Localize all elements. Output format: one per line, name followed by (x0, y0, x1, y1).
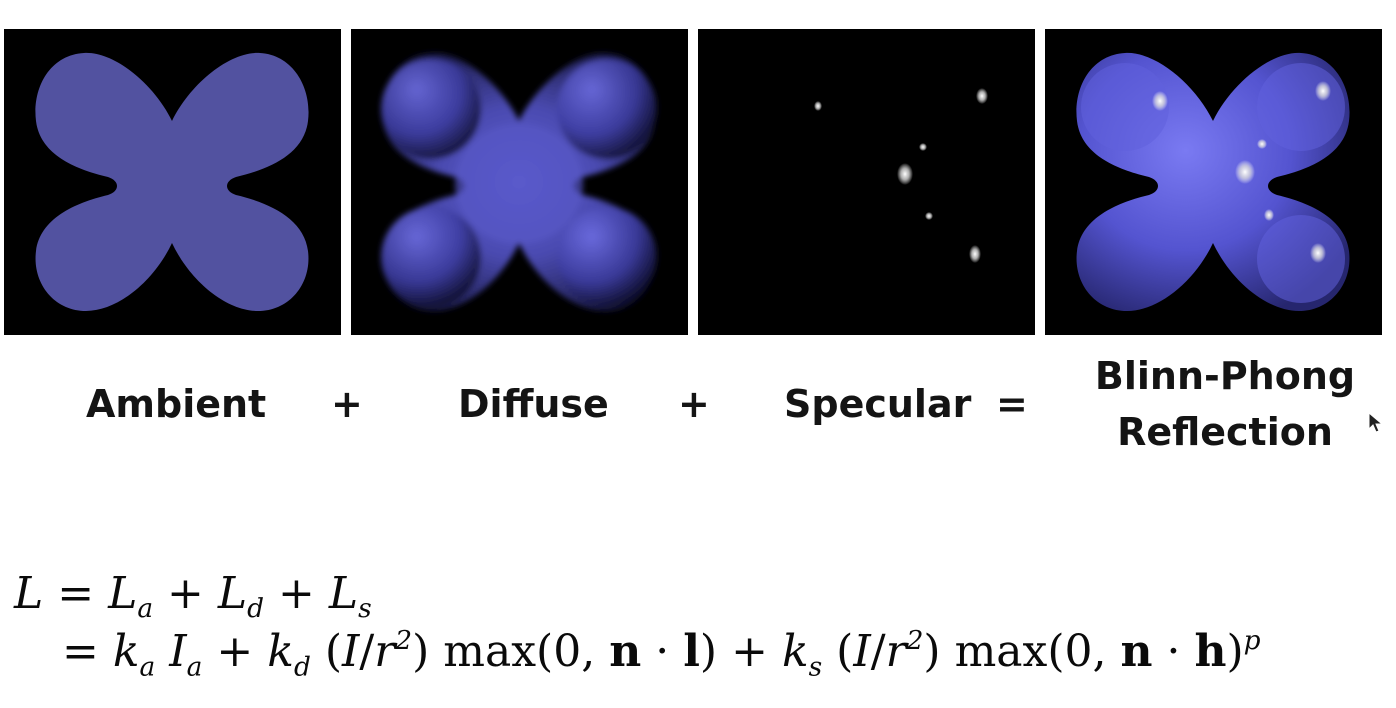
result-panel (1045, 29, 1382, 335)
eq2-paren-1-close: ) (412, 626, 430, 678)
mouse-cursor-icon (1368, 412, 1384, 433)
eq2-r-1: r (374, 626, 396, 678)
eq1-La: L (108, 568, 138, 619)
specular-highlight-2 (976, 88, 988, 104)
equation-line-1: L = La + Ld + Ls (14, 572, 372, 623)
eq2-max-2: max(0, (954, 626, 1107, 678)
result-highlight-6 (1310, 243, 1326, 263)
eq2-r-2-sup: 2 (906, 625, 924, 656)
eq2-kd: k (267, 626, 294, 678)
eq2-ks-sub: s (808, 651, 823, 683)
result-highlight-5 (1264, 209, 1274, 221)
eq2-h: h (1194, 626, 1227, 678)
result-highlight-4 (1235, 160, 1255, 184)
ambient-shape (35, 52, 309, 312)
result-label: Blinn-Phong Reflection (1090, 348, 1360, 460)
eq1-equals: = (57, 568, 95, 619)
eq2-Ia-sub: a (186, 651, 203, 683)
specular-label: Specular (784, 382, 972, 426)
equation-line-2: = ka Ia + kd (I/r2) max(0, n · l) + ks (… (62, 625, 1261, 683)
specular-shape (814, 88, 988, 263)
result-highlight-3 (1257, 139, 1267, 149)
eq2-paren-1-open: ( (324, 626, 343, 678)
equals-operator: = (996, 382, 1028, 426)
eq2-paren-2-close: ) (923, 626, 941, 678)
diffuse-lobe-bl (381, 207, 481, 307)
diffuse-lobe-tr (557, 59, 657, 159)
eq2-kd-sub: d (293, 651, 311, 683)
eq2-paren-2-open: ( (836, 626, 854, 678)
eq2-l: l (683, 626, 700, 678)
diffuse-lobe-tl (381, 59, 481, 159)
specular-panel (698, 29, 1035, 335)
eq2-p-sup: p (1243, 625, 1261, 656)
eq1-Ls: L (328, 568, 359, 619)
eq2-close-1: ) (699, 626, 718, 678)
specular-highlight-1 (814, 101, 822, 111)
result-highlight-2 (1315, 81, 1331, 101)
eq2-I-2: I (853, 626, 871, 678)
result-lobe-br (1257, 215, 1345, 303)
eq1-plus-2: + (278, 568, 315, 619)
result-shape (1076, 52, 1350, 312)
result-label-line1: Blinn-Phong (1094, 354, 1356, 398)
plus-operator-2: + (678, 382, 710, 426)
eq2-ks: k (781, 626, 809, 678)
specular-highlight-3 (919, 143, 927, 151)
result-highlight-1 (1152, 91, 1168, 111)
diffuse-shape (381, 52, 657, 312)
eq2-dot-2: · (1166, 626, 1181, 678)
eq2-plus-2: + (731, 626, 768, 678)
specular-highlight-5 (925, 212, 933, 220)
eq1-Ls-sub: s (358, 593, 372, 625)
eq1-L: L (14, 568, 44, 619)
eq2-close-2: ) (1226, 626, 1244, 678)
plus-operator-1: + (331, 382, 363, 426)
eq1-plus-1: + (167, 568, 204, 619)
eq2-slash-2: / (870, 626, 886, 678)
eq2-ka-sub: a (139, 651, 156, 683)
diffuse-center (455, 124, 583, 244)
eq2-max-1: max(0, (443, 626, 596, 678)
eq2-n-1: n (609, 626, 642, 678)
result-label-line2: Reflection (1117, 410, 1333, 454)
eq2-slash-1: / (359, 626, 375, 678)
eq2-I-1: I (342, 626, 360, 678)
result-lobe-tl (1081, 63, 1169, 151)
eq2-equals: = (62, 626, 99, 678)
eq1-La-sub: a (137, 593, 154, 625)
eq1-Ld-sub: d (247, 593, 265, 625)
specular-highlight-6 (969, 245, 981, 263)
diffuse-panel (351, 29, 688, 335)
ambient-label: Ambient (86, 382, 267, 426)
eq2-ka: k (112, 626, 140, 678)
eq2-r-2: r (885, 626, 907, 678)
eq2-r-1-sup: 2 (395, 625, 413, 656)
ambient-blob (35, 52, 309, 312)
result-lobe-tr (1257, 63, 1345, 151)
eq2-dot-1: · (655, 626, 670, 678)
diffuse-lobe-br (557, 207, 657, 307)
diffuse-label: Diffuse (458, 382, 609, 426)
eq2-n-2: n (1120, 626, 1153, 678)
ambient-panel (4, 29, 341, 335)
specular-highlight-4 (897, 163, 913, 185)
eq1-Ld: L (217, 568, 248, 619)
eq2-plus-1: + (216, 626, 254, 678)
eq2-Ia: I (169, 626, 187, 678)
